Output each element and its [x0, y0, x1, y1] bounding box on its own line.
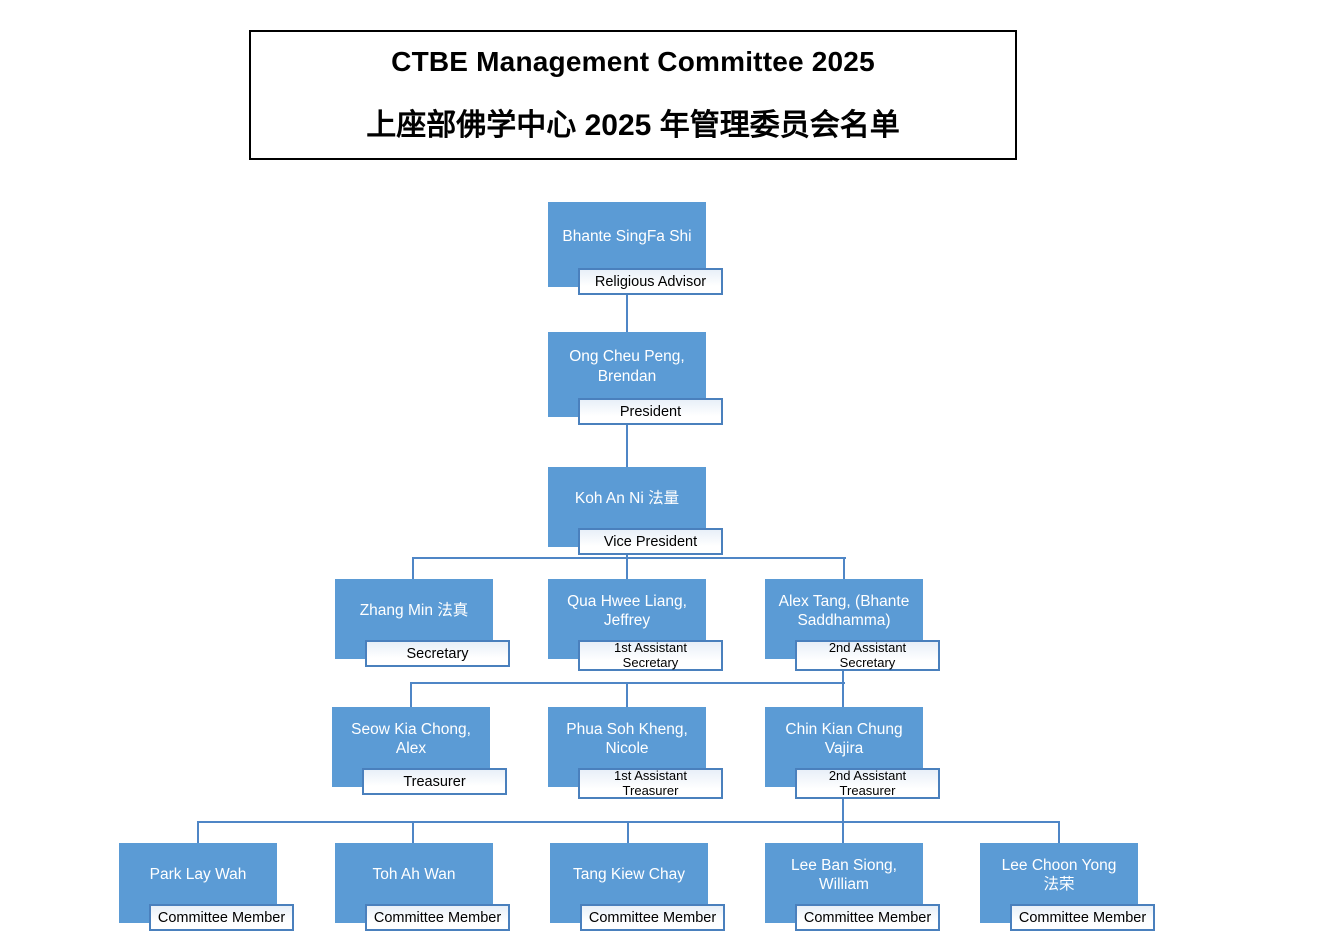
org-node-name: Lee Choon Yong 法荣 [1001, 856, 1117, 893]
org-node-committee-member-5: Lee Choon Yong 法荣 Committee Member [980, 843, 1155, 931]
org-connector-line [627, 821, 629, 843]
org-connector-line [412, 557, 414, 579]
org-node-name: Park Lay Wah [149, 866, 247, 884]
org-node-name: Bhante SingFa Shi [562, 227, 692, 245]
org-connector-line [842, 669, 844, 707]
org-connector-line [412, 821, 414, 843]
org-node-role-label: Secretary [365, 640, 510, 667]
org-node-assistant-treasurer-1: Phua Soh Kheng, Nicole 1st Assistant Trea… [548, 707, 723, 799]
org-connector-line [626, 682, 628, 707]
org-node-secretary: Zhang Min 法真 Secretary [335, 579, 510, 667]
org-node-name: Ong Cheu Peng, Brendan [569, 348, 685, 385]
org-node-name: Phua Soh Kheng, Nicole [566, 720, 688, 757]
org-node-name: Koh An Ni 法量 [574, 490, 680, 508]
org-node-name: Zhang Min 法真 [359, 602, 469, 620]
org-node-role-label: 1st Assistant Treasurer [578, 768, 723, 799]
org-connector-line [626, 292, 628, 332]
org-node-name: Qua Hwee Liang, Jeffrey [567, 592, 687, 629]
org-node-role-label: Committee Member [1010, 904, 1155, 931]
org-connector-line [626, 422, 628, 467]
org-node-assistant-treasurer-2: Chin Kian Chung Vajira 2nd Assistant Trea… [765, 707, 940, 799]
org-node-role-label: 2nd Assistant Treasurer [795, 768, 940, 799]
org-connector-line [197, 821, 199, 843]
org-node-vice-president: Koh An Ni 法量 Vice President [548, 467, 723, 555]
org-connector-line [412, 557, 846, 559]
org-node-role-label: President [578, 398, 723, 425]
org-node-role-label: Committee Member [580, 904, 725, 931]
org-connector-line [1058, 821, 1060, 843]
org-node-role-label: Vice President [578, 528, 723, 555]
org-connector-line [842, 796, 844, 843]
org-node-role-label: Committee Member [365, 904, 510, 931]
org-node-name: Seow Kia Chong, Alex [351, 720, 471, 757]
org-node-role-label: Committee Member [795, 904, 940, 931]
org-node-name: Toh Ah Wan [372, 866, 456, 884]
org-node-role-label: Treasurer [362, 768, 507, 795]
org-connector-line [843, 557, 845, 579]
org-node-role-label: 2nd Assistant Secretary [795, 640, 940, 671]
org-node-role-label: Committee Member [149, 904, 294, 931]
org-node-role-label: Religious Advisor [578, 268, 723, 295]
chart-title-english: CTBE Management Committee 2025 [391, 46, 875, 77]
org-node-name: Lee Ban Siong, William [790, 856, 897, 893]
chart-title-chinese: 上座部佛学中心 2025 年管理委员会名单 [366, 109, 900, 142]
org-node-role-label: 1st Assistant Secretary [578, 640, 723, 671]
org-node-assistant-secretary-2: Alex Tang, (Bhante Saddhamma) 2nd Assista… [765, 579, 940, 671]
org-connector-line [410, 682, 412, 707]
org-node-name: Tang Kiew Chay [572, 866, 685, 884]
org-connector-line [626, 553, 628, 579]
org-node-assistant-secretary-1: Qua Hwee Liang, Jeffrey 1st Assistant Sec… [548, 579, 723, 671]
org-node-name: Alex Tang, (Bhante Saddhamma) [778, 592, 910, 629]
chart-title-box: CTBE Management Committee 2025 上座部佛学中心 2… [249, 30, 1017, 160]
org-node-name: Chin Kian Chung Vajira [785, 720, 903, 757]
